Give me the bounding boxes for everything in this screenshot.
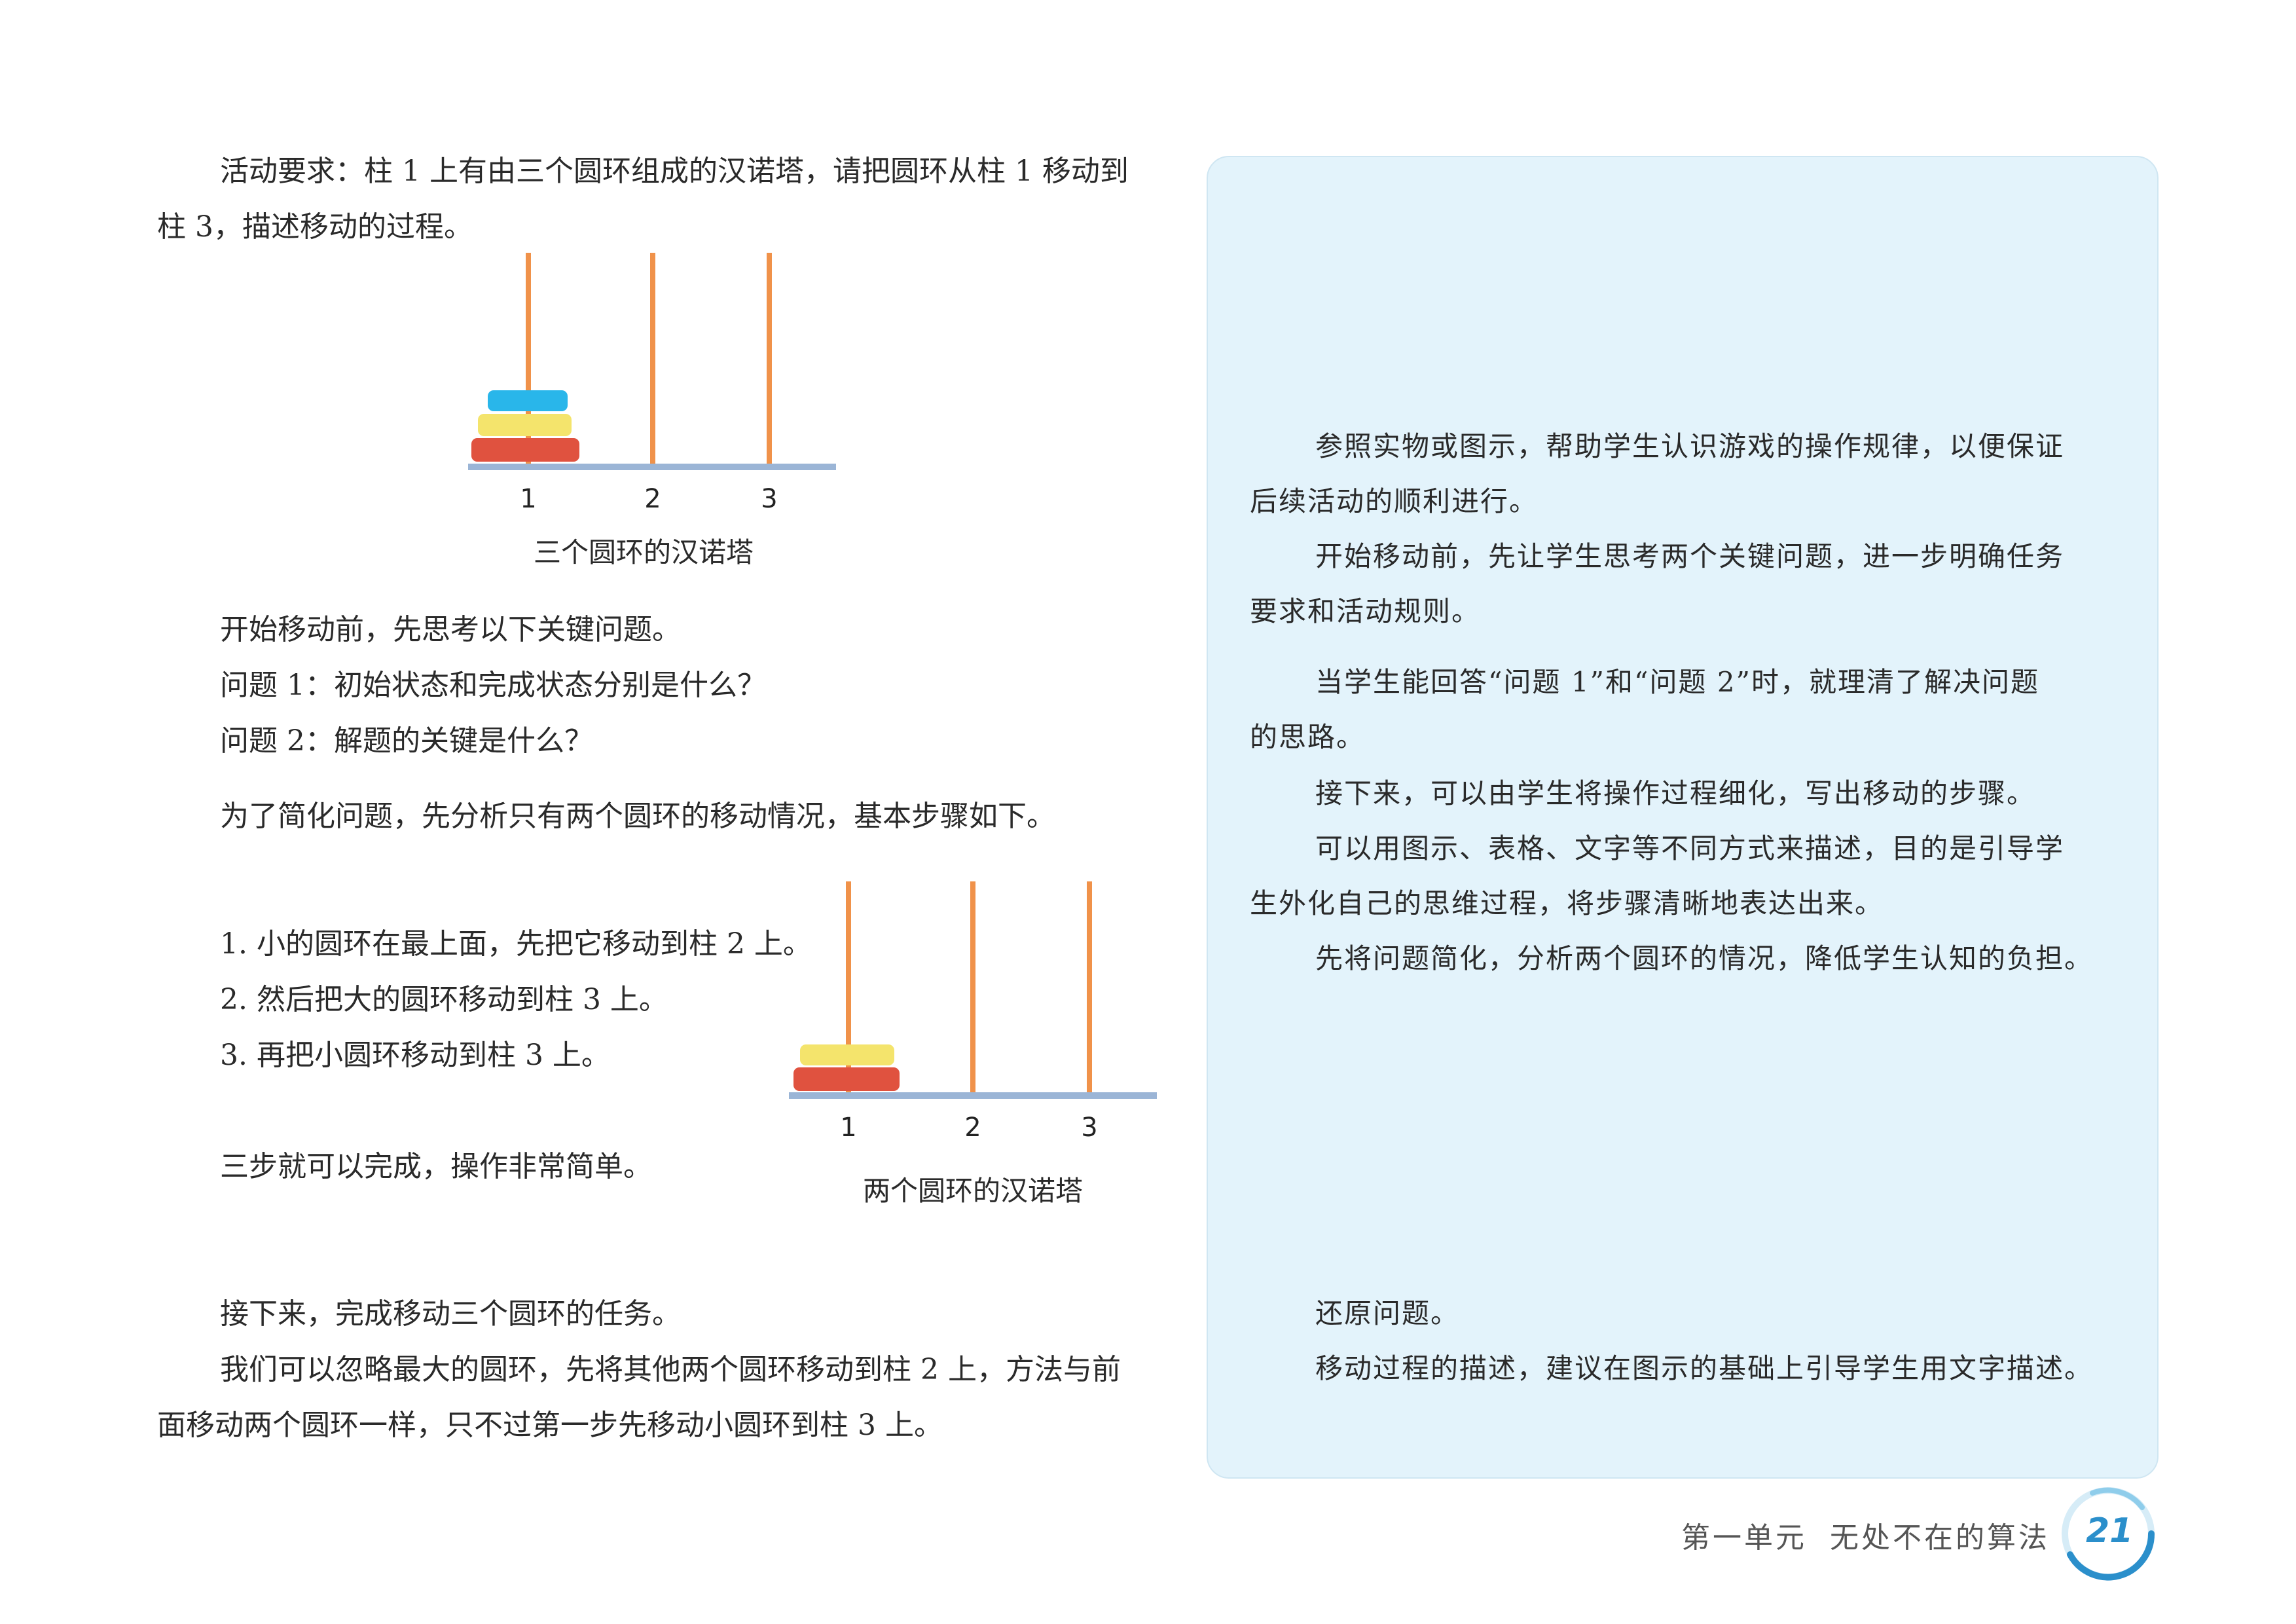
base (468, 464, 836, 470)
intro-line-2: 柱 3，描述移动的过程。 (157, 210, 473, 244)
figure-1-caption: 三个圆环的汉诺塔 (534, 536, 754, 568)
peg-label-1: 1 (520, 484, 536, 514)
ignore-line-2: 面移动两个圆环一样，只不过第一步先移动小圆环到柱 3 上。 (157, 1409, 943, 1442)
note-7: 还原问题。 (1315, 1297, 1460, 1329)
page-number: 21 (2086, 1511, 2134, 1551)
ring-large (471, 438, 579, 462)
page-number-ring-icon (2062, 1487, 2155, 1581)
next-task-text: 接下来，完成移动三个圆环的任务。 (220, 1297, 681, 1331)
note-2a: 开始移动前，先让学生思考两个关键问题，进一步明确任务 (1315, 540, 2065, 572)
ignore-line-1: 我们可以忽略最大的圆环，先将其他两个圆环移动到柱 2 上，方法与前 (220, 1353, 1121, 1386)
question-1: 问题 1：初始状态和完成状态分别是什么？ (220, 669, 766, 702)
note-5b: 生外化自己的思维过程，将步骤清晰地表达出来。 (1250, 887, 1884, 919)
hanoi-three-rings-figure: 1 2 3 (468, 253, 836, 514)
step-3: 3. 再把小圆环移动到柱 3 上。 (220, 1039, 610, 1072)
step-2: 2. 然后把大的圆环移动到柱 3 上。 (220, 983, 668, 1016)
note-4: 接下来，可以由学生将操作过程细化，写出移动的步骤。 (1315, 777, 2036, 809)
ring-small (488, 390, 568, 411)
step-1: 1. 小的圆环在最上面，先把它移动到柱 2 上。 (220, 927, 812, 961)
footer-title: 无处不在的算法 (1830, 1521, 2050, 1555)
peg-label-3: 3 (761, 484, 777, 514)
peg-label-1: 1 (840, 1113, 856, 1143)
peg-label-3: 3 (1081, 1113, 1097, 1143)
peg-label-2: 2 (644, 484, 661, 514)
note-6: 先将问题简化，分析两个圆环的情况，降低学生认知的负担。 (1315, 942, 2094, 974)
ring-medium (478, 414, 572, 436)
peg-3 (767, 253, 772, 469)
base (789, 1092, 1157, 1099)
peg-2 (970, 881, 975, 1098)
note-1a: 参照实物或图示，帮助学生认识游戏的操作规律，以便保证 (1315, 430, 2065, 462)
teacher-notes-panel: 参照实物或图示，帮助学生认识游戏的操作规律，以便保证 后续活动的顺利进行。 开始… (1207, 156, 2159, 1479)
peg-3 (1087, 881, 1092, 1098)
footer-unit: 第一单元 (1681, 1521, 1807, 1555)
note-8: 移动过程的描述，建议在图示的基础上引导学生用文字描述。 (1315, 1352, 2094, 1384)
peg-1 (526, 253, 531, 469)
note-3a: 当学生能回答“问题 1”和“问题 2”时，就理清了解决问题 (1315, 666, 2040, 698)
question-2: 问题 2：解题的关键是什么？ (220, 724, 593, 758)
note-1b: 后续活动的顺利进行。 (1250, 485, 1539, 517)
ring-small (800, 1044, 894, 1065)
think-intro: 开始移动前，先思考以下关键问题。 (220, 613, 681, 646)
note-3b: 的思路。 (1250, 721, 1366, 753)
note-2b: 要求和活动规则。 (1250, 595, 1481, 627)
three-steps-text: 三步就可以完成，操作非常简单。 (220, 1150, 652, 1183)
hanoi-two-rings-figure: 1 2 3 (789, 881, 1157, 1143)
intro-line-1: 活动要求：柱 1 上有由三个圆环组成的汉诺塔，请把圆环从柱 1 移动到 (220, 155, 1129, 188)
note-5a: 可以用图示、表格、文字等不同方式来描述，目的是引导学 (1315, 832, 2065, 864)
simplify-text: 为了简化问题，先分析只有两个圆环的移动情况，基本步骤如下。 (220, 800, 1055, 833)
figure-2-caption: 两个圆环的汉诺塔 (863, 1175, 1084, 1207)
peg-2 (650, 253, 655, 469)
ring-large (793, 1067, 900, 1091)
peg-label-2: 2 (964, 1113, 981, 1143)
peg-1 (846, 881, 851, 1098)
